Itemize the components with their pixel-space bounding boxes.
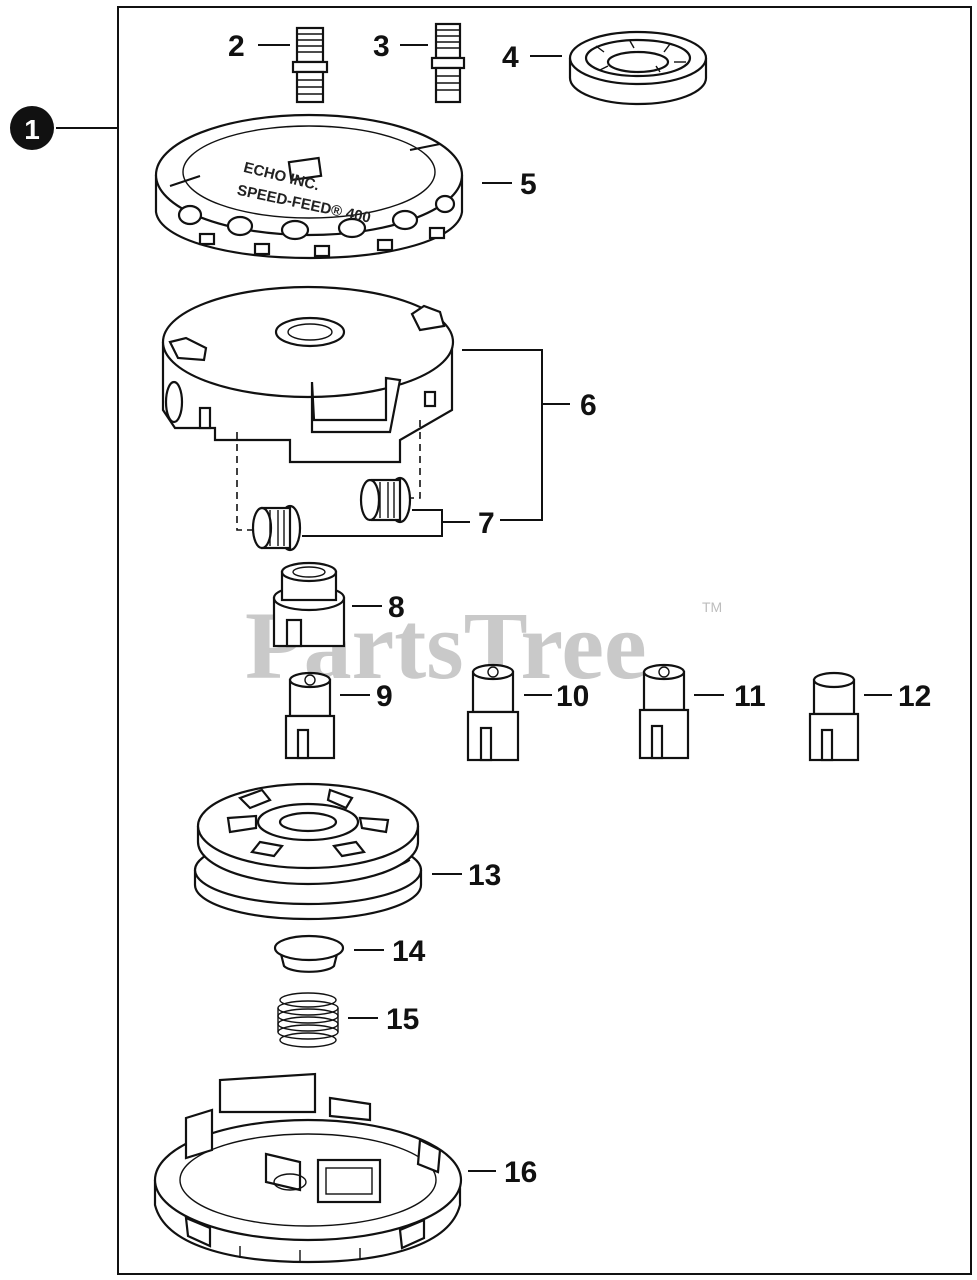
part-14-button[interactable] <box>273 934 345 973</box>
part-16-base[interactable] <box>153 1072 463 1264</box>
part-11-adapter-nut[interactable] <box>638 663 690 760</box>
part-10-adapter-nut[interactable] <box>466 663 520 762</box>
svg-text:14: 14 <box>392 935 426 968</box>
svg-text:15: 15 <box>386 1003 419 1036</box>
svg-text:6: 6 <box>580 389 597 422</box>
callout-14[interactable]: 14 <box>354 935 426 968</box>
callout-8[interactable]: 8 <box>352 591 405 624</box>
svg-text:3: 3 <box>373 30 390 63</box>
svg-text:8: 8 <box>388 591 405 624</box>
watermark-trademark: TM <box>702 599 722 615</box>
svg-text:9: 9 <box>376 680 393 713</box>
callout-13[interactable]: 13 <box>432 859 501 892</box>
part-12-adapter-nut[interactable] <box>808 671 860 762</box>
svg-text:16: 16 <box>504 1156 537 1189</box>
svg-text:5: 5 <box>520 168 537 201</box>
callout-4[interactable]: 4 <box>502 41 562 74</box>
callout-3[interactable]: 3 <box>373 30 428 63</box>
callout-1[interactable]: 1 <box>10 106 118 150</box>
eyelet-guide-left <box>236 432 252 531</box>
callout-10[interactable]: 10 <box>524 680 589 713</box>
part-4-bearing[interactable] <box>568 30 708 106</box>
svg-text:4: 4 <box>502 41 519 74</box>
part-13-spool[interactable] <box>193 782 423 921</box>
callout-9[interactable]: 9 <box>340 680 393 713</box>
part-3-stud-bolt[interactable] <box>430 22 466 104</box>
svg-text:1: 1 <box>24 114 40 145</box>
svg-text:11: 11 <box>734 680 766 713</box>
callout-12[interactable]: 12 <box>864 680 931 713</box>
callout-2[interactable]: 2 <box>228 30 290 63</box>
part-9-adapter-nut[interactable] <box>284 671 336 760</box>
part-7-eyelet-left[interactable] <box>251 504 302 552</box>
callout-16[interactable]: 16 <box>468 1156 537 1189</box>
callout-5[interactable]: 5 <box>482 168 537 201</box>
svg-text:12: 12 <box>898 680 931 713</box>
part-5-cover[interactable]: ECHO INC. SPEED-FEED® 400 <box>154 113 464 260</box>
svg-text:7: 7 <box>478 507 495 540</box>
part-6-housing[interactable] <box>161 285 455 464</box>
part-2-stud-bolt[interactable] <box>291 26 329 104</box>
callout-6[interactable]: 6 <box>580 389 597 422</box>
diagram-frame <box>117 6 972 1275</box>
part-7-eyelet-right[interactable] <box>359 476 412 524</box>
svg-text:13: 13 <box>468 859 501 892</box>
part-8-adapter[interactable] <box>272 561 346 648</box>
callout-15[interactable]: 15 <box>348 1003 419 1036</box>
part-15-spring[interactable] <box>277 992 339 1048</box>
callout-7[interactable]: 7 <box>302 507 495 540</box>
callout-11[interactable]: 11 <box>694 680 766 713</box>
svg-text:10: 10 <box>556 680 589 713</box>
callout-6-bracket <box>462 349 570 521</box>
svg-text:2: 2 <box>228 30 245 63</box>
